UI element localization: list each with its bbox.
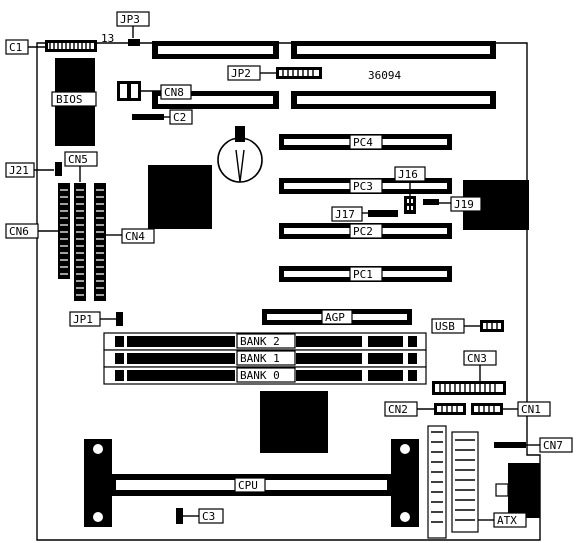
agp-label: AGP (325, 311, 345, 324)
pc2-label: PC2 (353, 225, 373, 238)
cn3-label: CN3 (467, 352, 487, 365)
cn4-header (94, 183, 106, 301)
pc4-label: PC4 (353, 136, 373, 149)
jp2-label: JP2 (231, 67, 251, 80)
j19-label: J19 (454, 198, 474, 211)
board-id-label: 36094 (368, 69, 401, 82)
cn1-label: CN1 (521, 403, 541, 416)
cn7-label: CN7 (543, 439, 563, 452)
j16-jumper (404, 196, 416, 214)
cn8-label: CN8 (164, 86, 184, 99)
bios-label: BIOS (56, 93, 83, 106)
c2-header (132, 114, 164, 120)
chipset-north (148, 165, 212, 229)
jp1-label: JP1 (73, 313, 93, 326)
c3-label: C3 (202, 510, 215, 523)
pc3-label: PC3 (353, 180, 373, 193)
cn6-label: CN6 (9, 225, 29, 238)
bank0-label: BANK 0 (240, 369, 280, 382)
jp3-label: JP3 (120, 13, 140, 26)
battery (217, 137, 263, 183)
j16-label: J16 (398, 168, 418, 181)
pin-13-label: 13 (101, 32, 114, 45)
cn6-header (58, 183, 70, 279)
j21-jumper (55, 162, 62, 176)
usb-label: USB (435, 320, 455, 333)
bank2-label: BANK 2 (240, 335, 280, 348)
cn5-header (74, 183, 86, 301)
chipset-south (260, 391, 328, 453)
c2-label: C2 (173, 111, 186, 124)
cn7-header (494, 442, 526, 448)
c3-jumper (176, 508, 183, 524)
jp1-jumper (116, 312, 123, 326)
j17-jumper (368, 210, 398, 217)
atx-label: ATX (497, 514, 517, 527)
j21-label: J21 (9, 164, 29, 177)
c1-label: C1 (9, 41, 22, 54)
pc1-label: PC1 (353, 268, 373, 281)
board-outline (36, 42, 541, 541)
jp3-jumper (128, 39, 140, 46)
cn5-label: CN5 (68, 153, 88, 166)
j17-label: J17 (335, 208, 355, 221)
cn4-label: CN4 (125, 230, 145, 243)
atx-power-connector (427, 425, 479, 539)
edge-connector (508, 463, 540, 518)
cn2-label: CN2 (388, 403, 408, 416)
cpu-label: CPU (238, 479, 258, 492)
j19-jumper (423, 199, 439, 205)
bank1-label: BANK 1 (240, 352, 280, 365)
